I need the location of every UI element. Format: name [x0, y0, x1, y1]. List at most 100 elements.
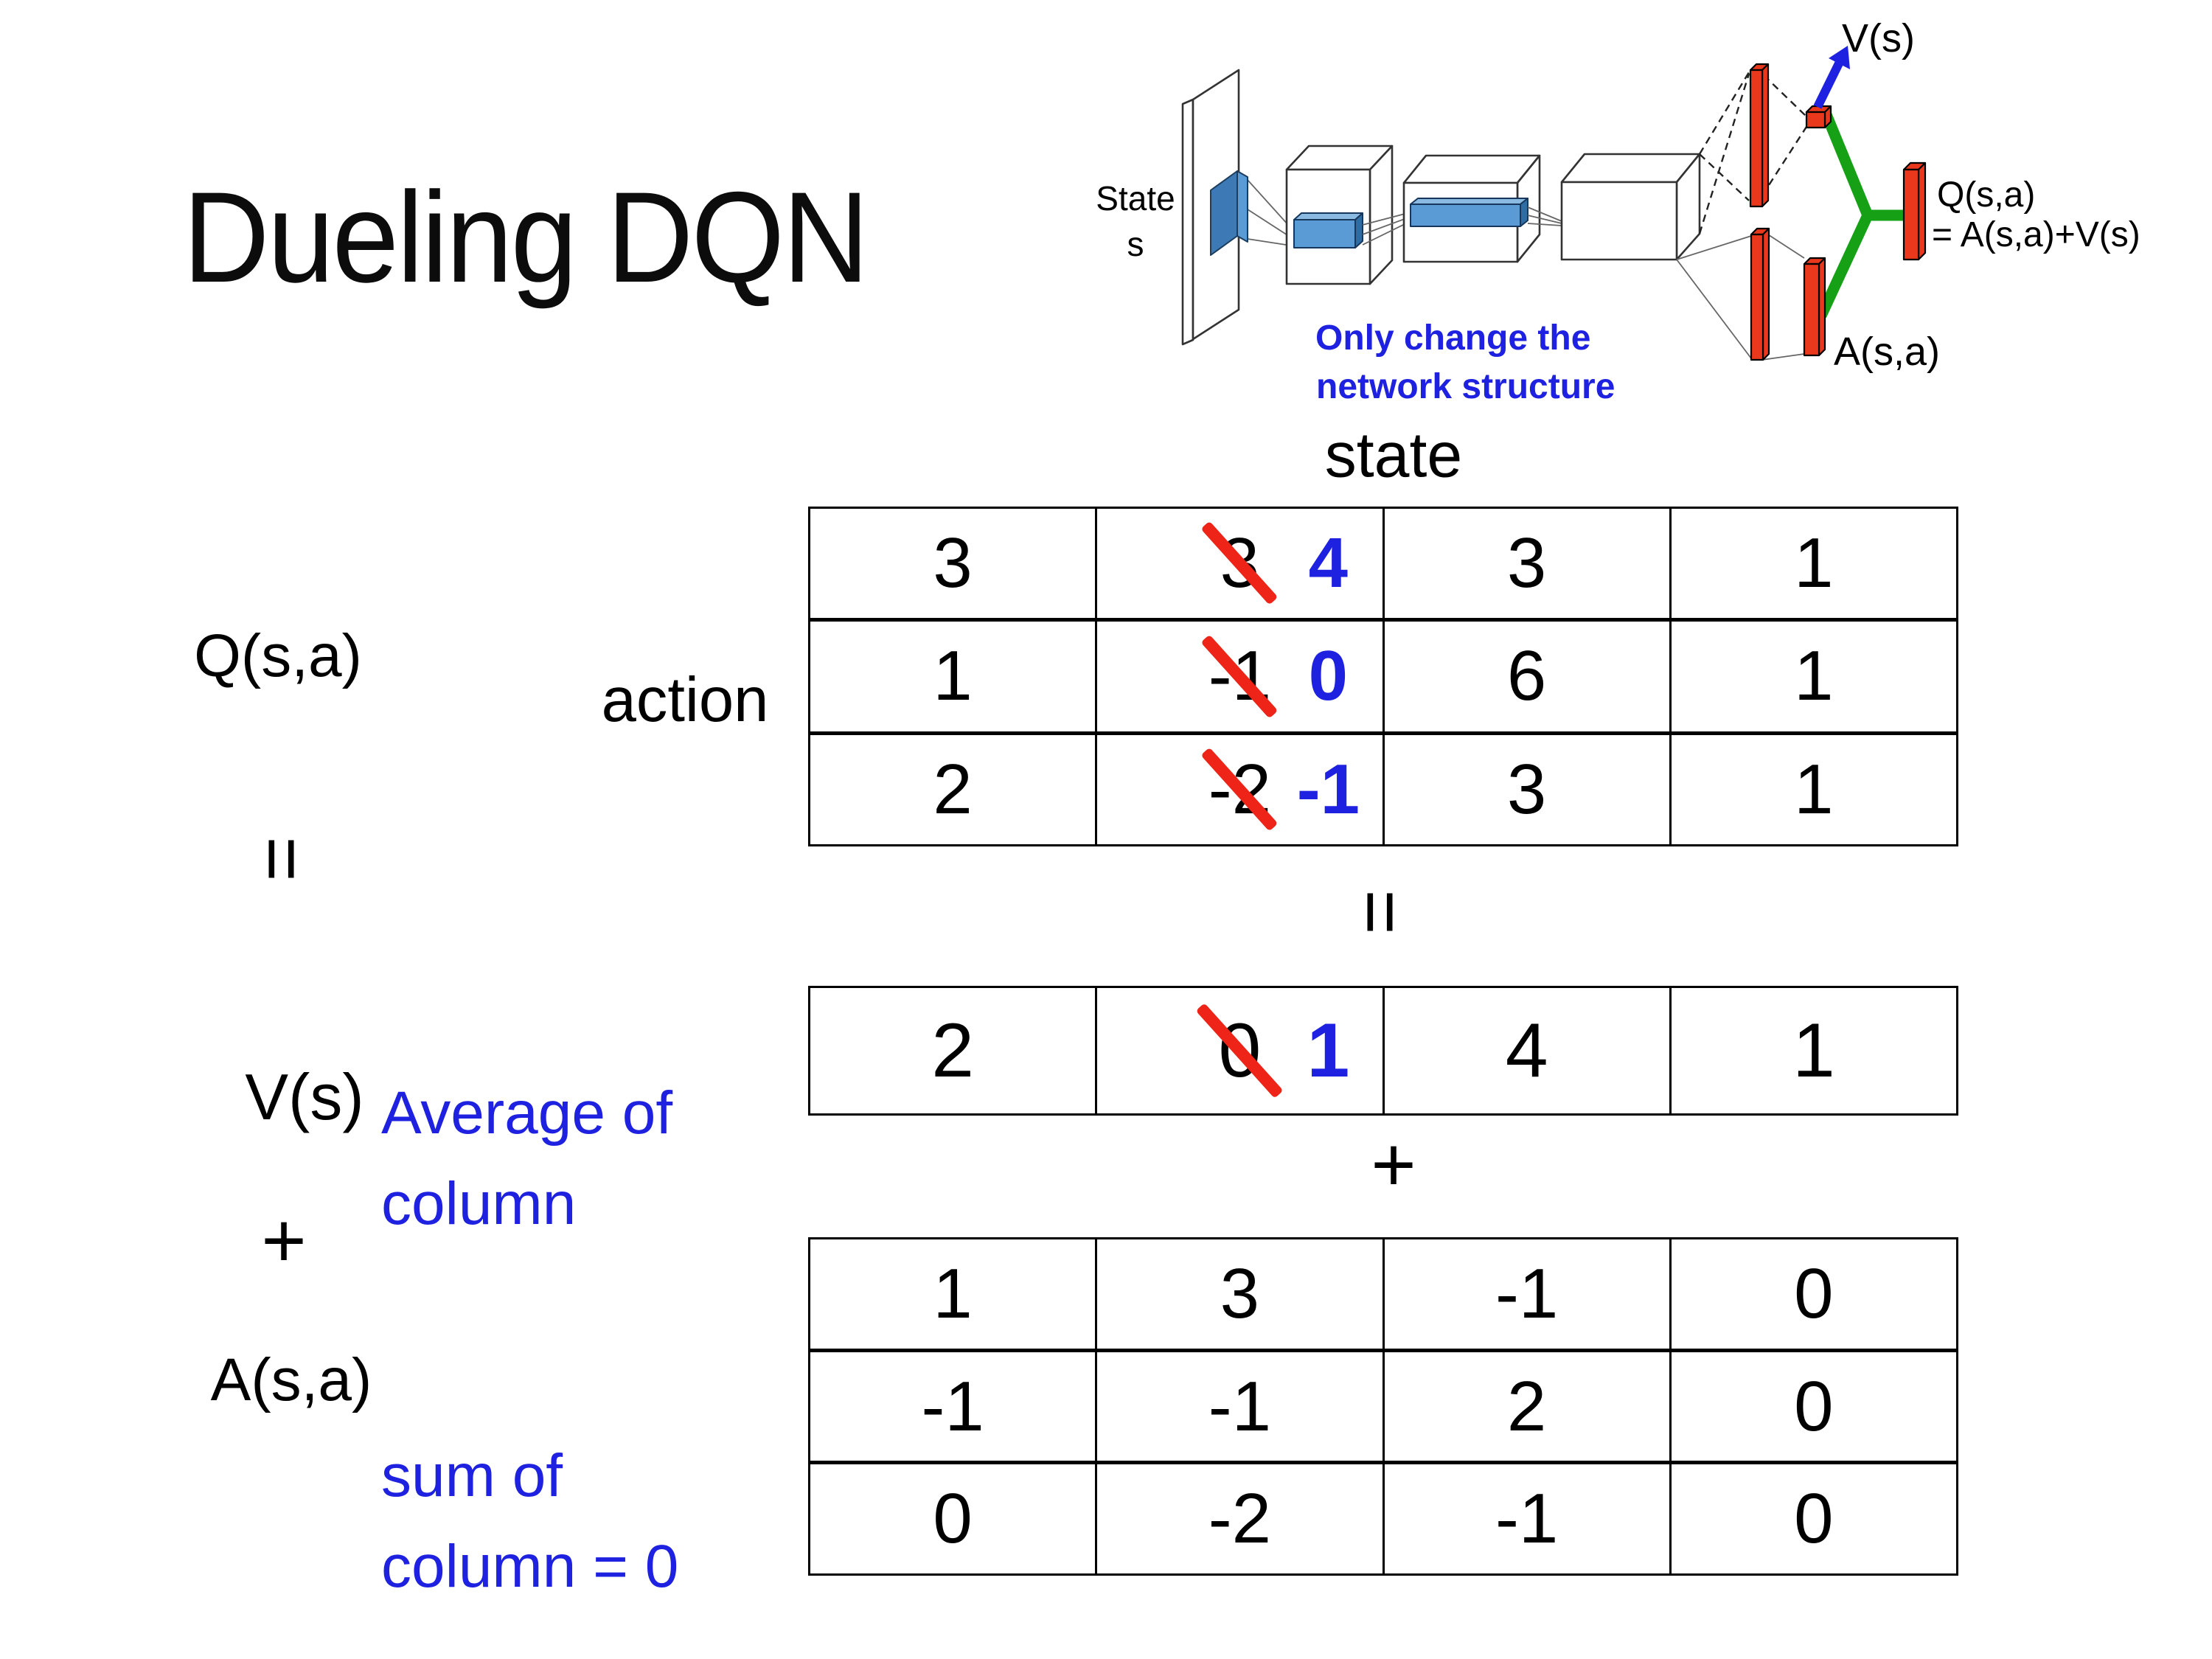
- table-cell: -1: [810, 1352, 1095, 1461]
- diagram-q-output-label: Q(s,a): [1937, 175, 2035, 215]
- table-cell: 2: [810, 988, 1095, 1113]
- corrected-value: 1: [1307, 1007, 1350, 1093]
- input-patch: [1210, 170, 1248, 256]
- cell-value: 1: [1792, 1007, 1835, 1093]
- table-cell: 3: [1382, 734, 1669, 844]
- table-cell: 1: [810, 622, 1095, 731]
- table-cell: 0: [1669, 1239, 1956, 1349]
- table-cell: -1: [1095, 1352, 1382, 1461]
- cell-value: 1: [1794, 749, 1834, 829]
- table-row: 3 34 3 1: [810, 509, 1956, 619]
- advantage-node: [1803, 257, 1826, 357]
- table-cell: 2: [1382, 1352, 1669, 1461]
- conv-feature-1: [1293, 212, 1363, 248]
- table-row: 2 -2-1 3 1: [810, 731, 1956, 844]
- sum-note-line1: sum of: [381, 1442, 563, 1509]
- cell-value: -1: [1495, 1479, 1559, 1559]
- cell-value: 0: [1794, 1366, 1834, 1446]
- table-cell: 3: [1095, 1239, 1382, 1349]
- conv-feature-2: [1410, 198, 1528, 227]
- table-cell: -2-1: [1095, 734, 1382, 844]
- corrected-value: -1: [1296, 749, 1360, 829]
- average-note-line2: column: [381, 1170, 577, 1237]
- equals-sign-left: =: [239, 836, 325, 882]
- corrected-value: 0: [1308, 636, 1349, 716]
- sum-note: sum of column = 0: [381, 1430, 678, 1612]
- q-matrix-label: Q(s,a): [194, 622, 362, 689]
- cell-value: 0: [1794, 1479, 1834, 1559]
- table-cell: -1: [1382, 1464, 1669, 1574]
- table-cell: 3: [810, 509, 1095, 618]
- table-cell: 1: [810, 1239, 1095, 1349]
- cell-value: 3: [1220, 1253, 1260, 1333]
- cell-value: 3: [1506, 749, 1547, 829]
- cell-value: -2: [1208, 1479, 1272, 1559]
- cell-value: 2: [933, 749, 973, 829]
- table-cell: 0: [1669, 1352, 1956, 1461]
- corrected-value: 4: [1308, 524, 1349, 603]
- average-note-line1: Average of: [381, 1079, 673, 1147]
- cell-value: 1: [933, 1253, 973, 1333]
- cell-value: 6: [1506, 636, 1547, 716]
- cell-value: 3: [1506, 524, 1547, 603]
- v-matrix-label: V(s): [245, 1060, 364, 1133]
- table-row: 2 01 4 1: [810, 988, 1956, 1113]
- cell-value: 0: [933, 1479, 973, 1559]
- diagram-q-output-formula: = A(s,a)+V(s): [1932, 215, 2140, 254]
- a-matrix-label: A(s,a): [210, 1346, 372, 1413]
- table-cell: 1: [1669, 988, 1956, 1113]
- conv-layer-box-3: [1560, 153, 1701, 261]
- diagram-note-line1: Only change the: [1315, 319, 1590, 358]
- action-axis-label: action: [601, 665, 769, 735]
- table-cell: 0: [1669, 1464, 1956, 1574]
- sum-note-line2: column = 0: [381, 1533, 679, 1600]
- cell-value: -1: [1495, 1253, 1559, 1333]
- table-cell: 6: [1382, 622, 1669, 731]
- cell-value: 1: [1794, 524, 1834, 603]
- cell-value: 3: [933, 524, 973, 603]
- table-cell: -10: [1095, 622, 1382, 731]
- table-cell: 4: [1382, 988, 1669, 1113]
- slide-title: Dueling DQN: [183, 166, 869, 310]
- average-note: Average of column: [381, 1068, 672, 1249]
- fc-layer-bar-top: [1749, 63, 1770, 208]
- table-row: 1 3 -1 0: [810, 1239, 1956, 1349]
- conv3-connections: [1527, 206, 1562, 226]
- equals-sign-middle: =: [1338, 889, 1424, 935]
- advantage-stream-connections: [1676, 230, 1805, 361]
- fc-layer-bar-bottom: [1750, 227, 1770, 361]
- table-cell: 01: [1095, 988, 1382, 1113]
- network-diagram: State s: [1096, 16, 2140, 406]
- cell-value: 0: [1794, 1253, 1834, 1333]
- state-axis-label: state: [1324, 420, 1463, 491]
- table-cell: -1: [1382, 1239, 1669, 1349]
- aggregation-links: [1816, 111, 1905, 319]
- cell-value: -1: [921, 1366, 984, 1446]
- q-output-bar: [1902, 161, 1927, 261]
- table-row: 1 -10 6 1: [810, 618, 1956, 731]
- cell-value: 2: [931, 1007, 975, 1093]
- cell-value: 1: [1794, 636, 1834, 716]
- table-cell: 1: [1669, 509, 1956, 619]
- table-cell: 0: [810, 1464, 1095, 1573]
- cell-value: 1: [933, 636, 973, 716]
- table-cell: 34: [1095, 509, 1382, 619]
- diagram-note-line2: network structure: [1316, 367, 1615, 406]
- table-row: 0 -2 -1 0: [810, 1461, 1956, 1574]
- diagram-state-s-label: s: [1127, 225, 1144, 263]
- diagram-state-label: State: [1096, 179, 1175, 218]
- table-cell: 3: [1382, 509, 1669, 619]
- state-value-table: 2 01 4 1: [808, 986, 1958, 1116]
- table-cell: 2: [810, 735, 1095, 844]
- conv2-connections: [1362, 212, 1411, 246]
- plus-sign-middle: +: [1371, 1121, 1416, 1208]
- diagram-v-output-label: V(s): [1842, 16, 1915, 60]
- table-cell: 1: [1669, 622, 1956, 731]
- plus-sign-left: +: [261, 1197, 307, 1284]
- value-arrow: [1813, 46, 1850, 109]
- diagram-a-output-label: A(s,a): [1834, 330, 1940, 374]
- cell-value: 4: [1505, 1007, 1548, 1093]
